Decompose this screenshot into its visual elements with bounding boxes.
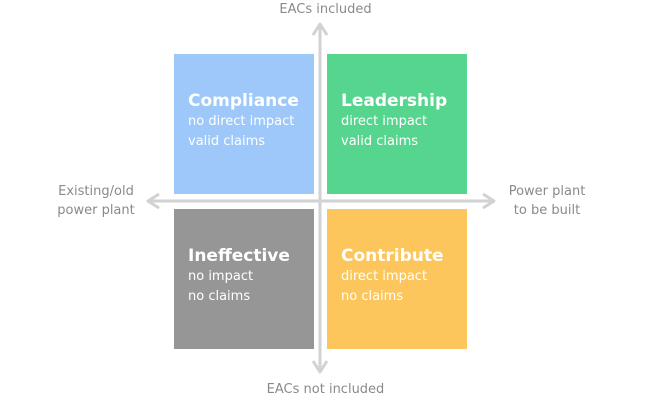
axis-label-line: Power plant: [508, 184, 586, 199]
quadrant-title: Leadership: [341, 91, 448, 111]
quadrant-title: Compliance: [188, 91, 299, 111]
quadrant-line: valid claims: [188, 134, 266, 149]
arrow-up-icon: [311, 22, 329, 36]
quadrant-title: Contribute: [341, 246, 444, 266]
axis-label-line: to be built: [513, 203, 581, 218]
quadrant-line: valid claims: [341, 134, 419, 149]
axis-label-right: Power plant to be built: [495, 182, 599, 220]
quadrant-leadership: Leadership direct impact valid claims: [327, 54, 467, 194]
quadrant-title: Ineffective: [188, 246, 290, 266]
axis-label-line: power plant: [57, 203, 135, 218]
arrow-left-icon: [146, 192, 160, 210]
quadrant-line: no direct impact: [188, 114, 295, 129]
axis-label-left: Existing/old power plant: [44, 182, 148, 220]
axis-label-top: EACs included: [279, 2, 372, 17]
axis-label-line: Existing/old: [58, 184, 134, 199]
axis-label-bottom: EACs not included: [266, 382, 385, 397]
quadrant-line: no impact: [188, 269, 254, 284]
quadrant-ineffective: Ineffective no impact no claims: [174, 209, 314, 349]
quadrant-compliance: Compliance no direct impact valid claims: [174, 54, 314, 194]
quadrant-line: direct impact: [341, 114, 428, 129]
quadrant-line: no claims: [341, 289, 404, 304]
quadrant-line: no claims: [188, 289, 251, 304]
quadrant-contribute: Contribute direct impact no claims: [327, 209, 467, 349]
arrow-right-icon: [482, 192, 496, 210]
arrow-down-icon: [311, 360, 329, 374]
quadrant-line: direct impact: [341, 269, 428, 284]
